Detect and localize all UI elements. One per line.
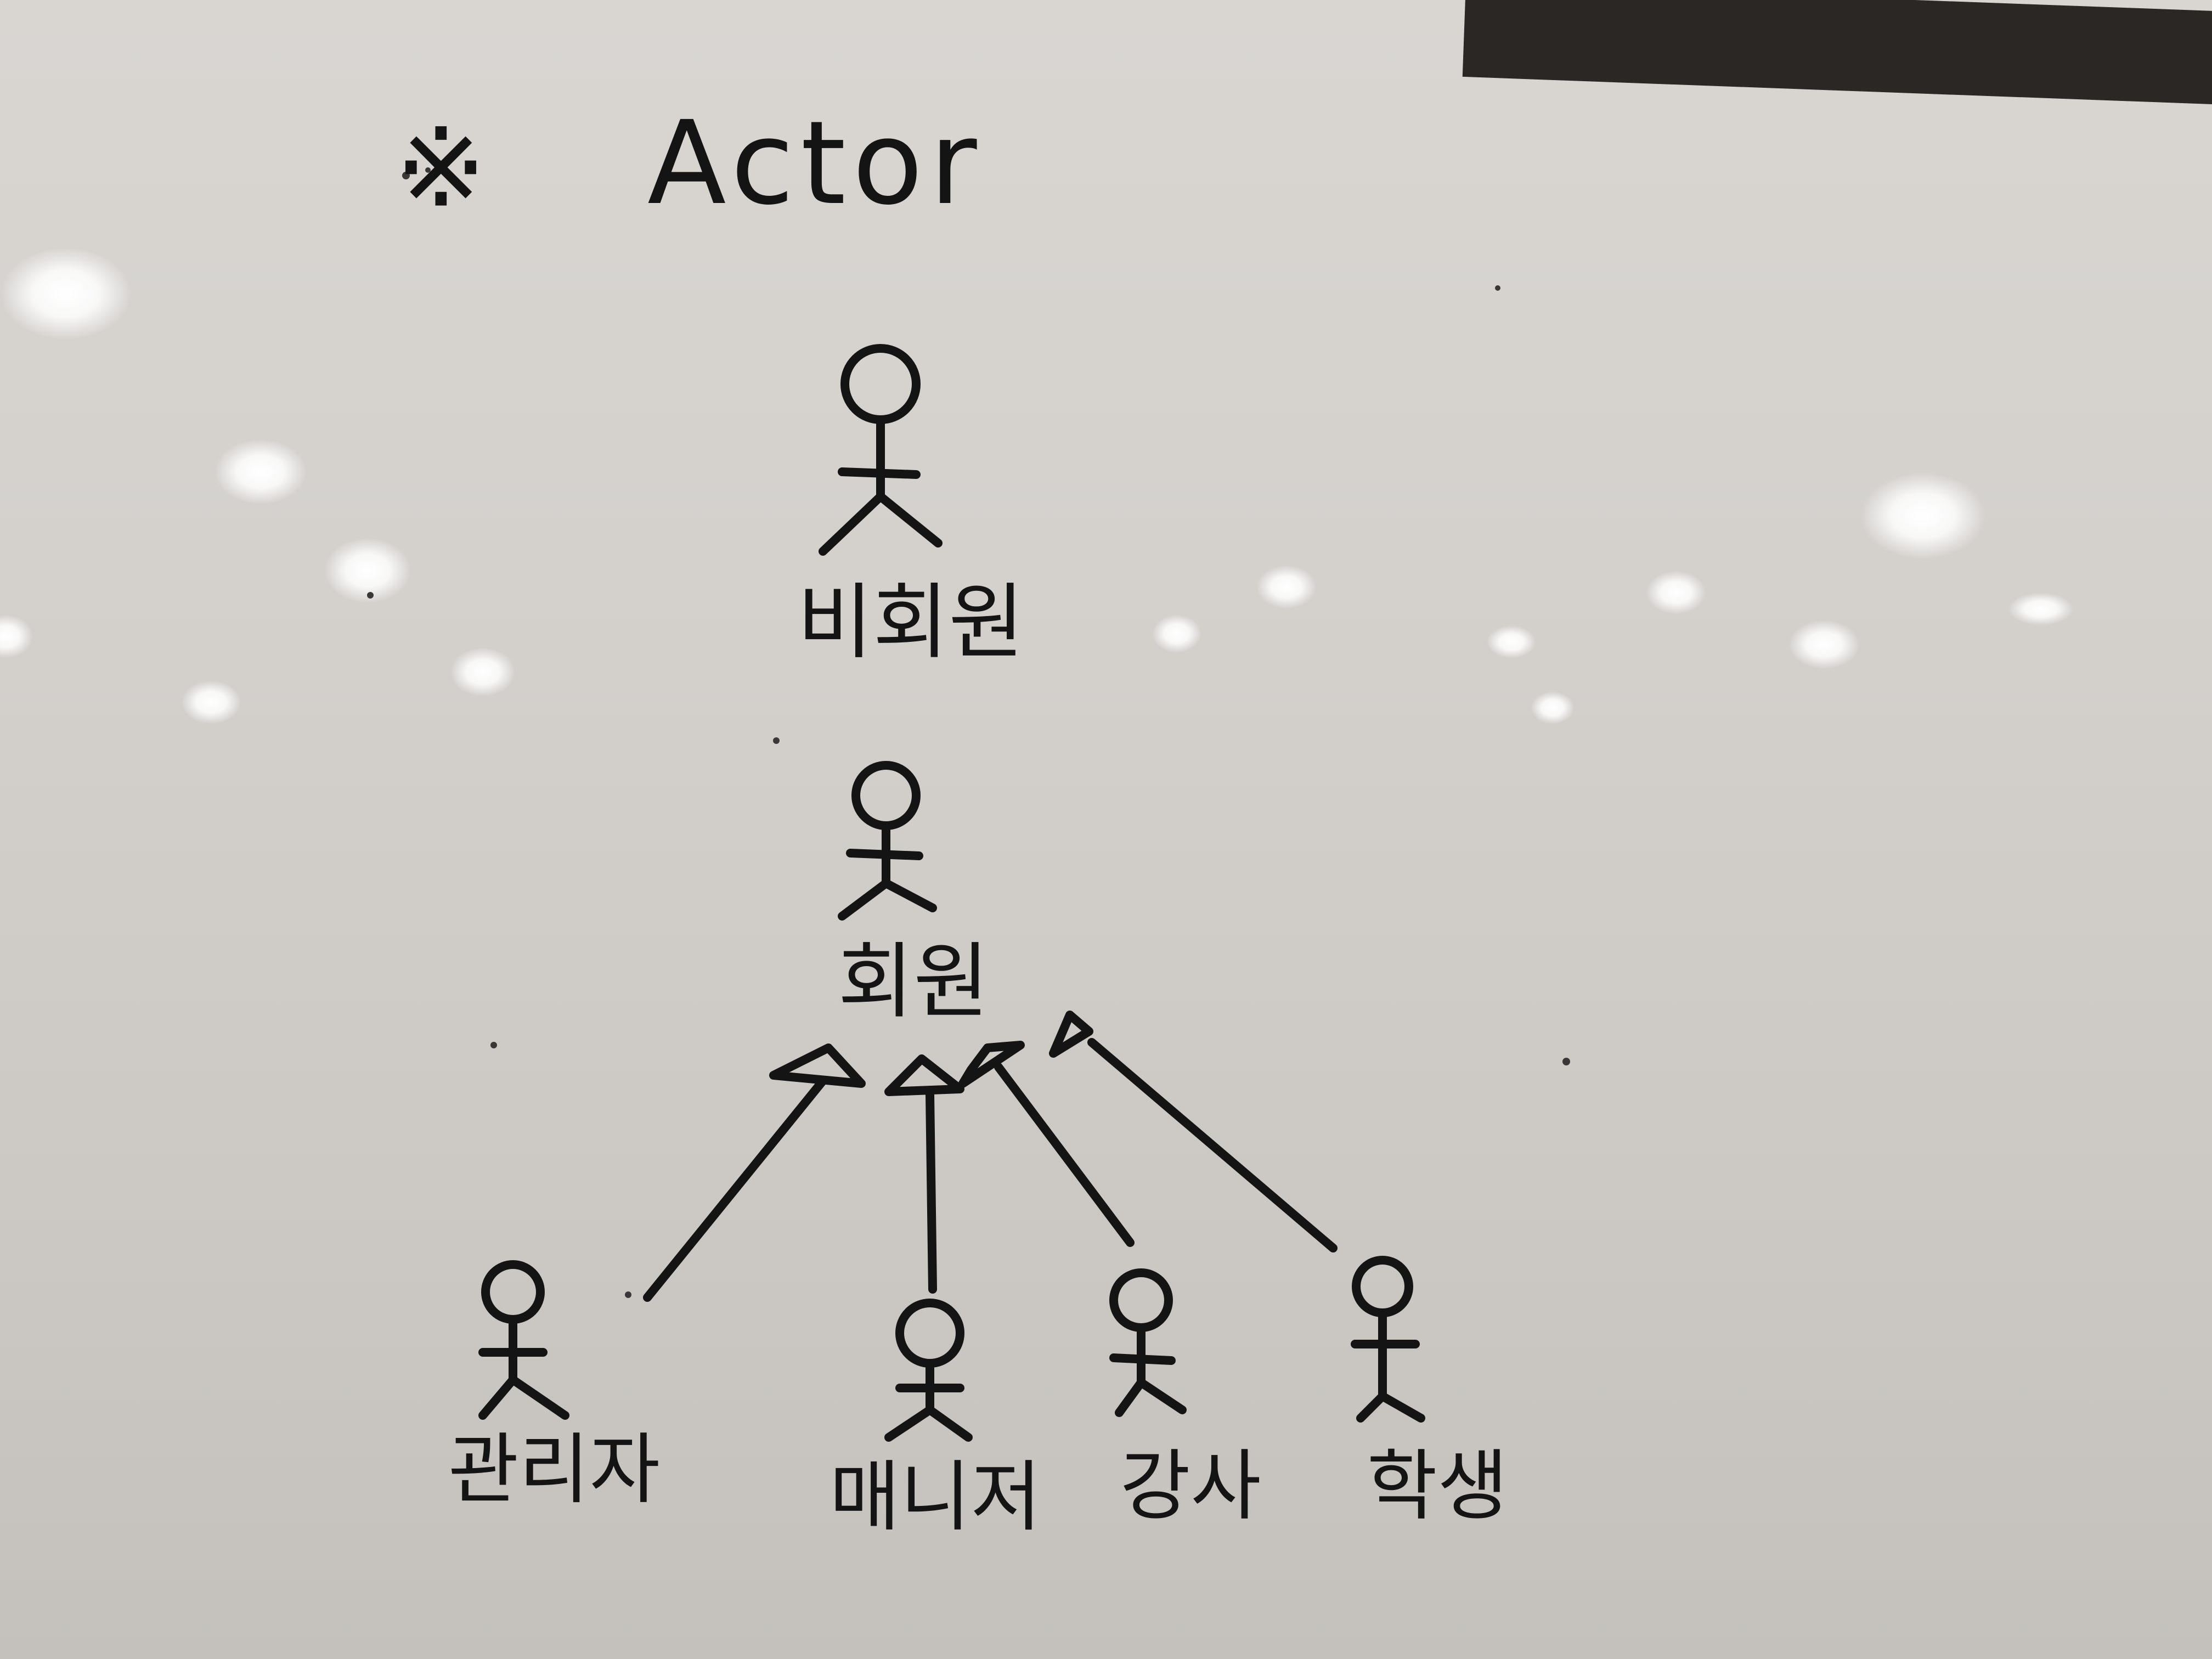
light-reflection bbox=[214, 439, 307, 505]
generalization-arrow-admin bbox=[643, 1043, 866, 1302]
light-reflection bbox=[1531, 691, 1575, 724]
actor-non-member-figure bbox=[819, 344, 943, 556]
actor-non-member-label: 비회원 bbox=[797, 575, 1025, 670]
light-reflection bbox=[1646, 571, 1706, 614]
generalization-arrow-student bbox=[1049, 1011, 1338, 1252]
actor-member-label: 회원 bbox=[837, 934, 990, 1030]
actor-student-figure bbox=[1351, 1256, 1425, 1423]
generalization-arrow-instructor bbox=[958, 1041, 1135, 1247]
light-reflection bbox=[1487, 625, 1536, 658]
board-specks bbox=[367, 167, 1570, 1298]
actor-instructor-label: 강사 bbox=[1120, 1442, 1261, 1531]
actor-member-figure bbox=[838, 761, 937, 921]
light-reflection bbox=[450, 647, 516, 697]
light-reflection bbox=[1860, 472, 1986, 560]
diagram-title: Actor bbox=[647, 96, 984, 230]
actor-admin-figure bbox=[478, 1260, 569, 1420]
title-bullet: ※ bbox=[395, 104, 487, 232]
generalization-arrow-manager bbox=[884, 1054, 964, 1294]
actor-manager-figure bbox=[884, 1299, 973, 1442]
light-reflection bbox=[1152, 614, 1201, 653]
light-reflection bbox=[1788, 620, 1860, 669]
light-reflection bbox=[2008, 592, 2074, 625]
actor-instructor-figure bbox=[1109, 1268, 1187, 1417]
actor-student-label: 학생 bbox=[1367, 1442, 1508, 1531]
light-reflection bbox=[324, 538, 411, 603]
actor-manager-label: 매니저 bbox=[829, 1453, 1042, 1542]
actor-admin-label: 관리자 bbox=[448, 1425, 661, 1515]
light-reflection bbox=[1256, 565, 1317, 609]
light-reflection bbox=[181, 680, 241, 724]
light-reflection bbox=[0, 247, 132, 340]
